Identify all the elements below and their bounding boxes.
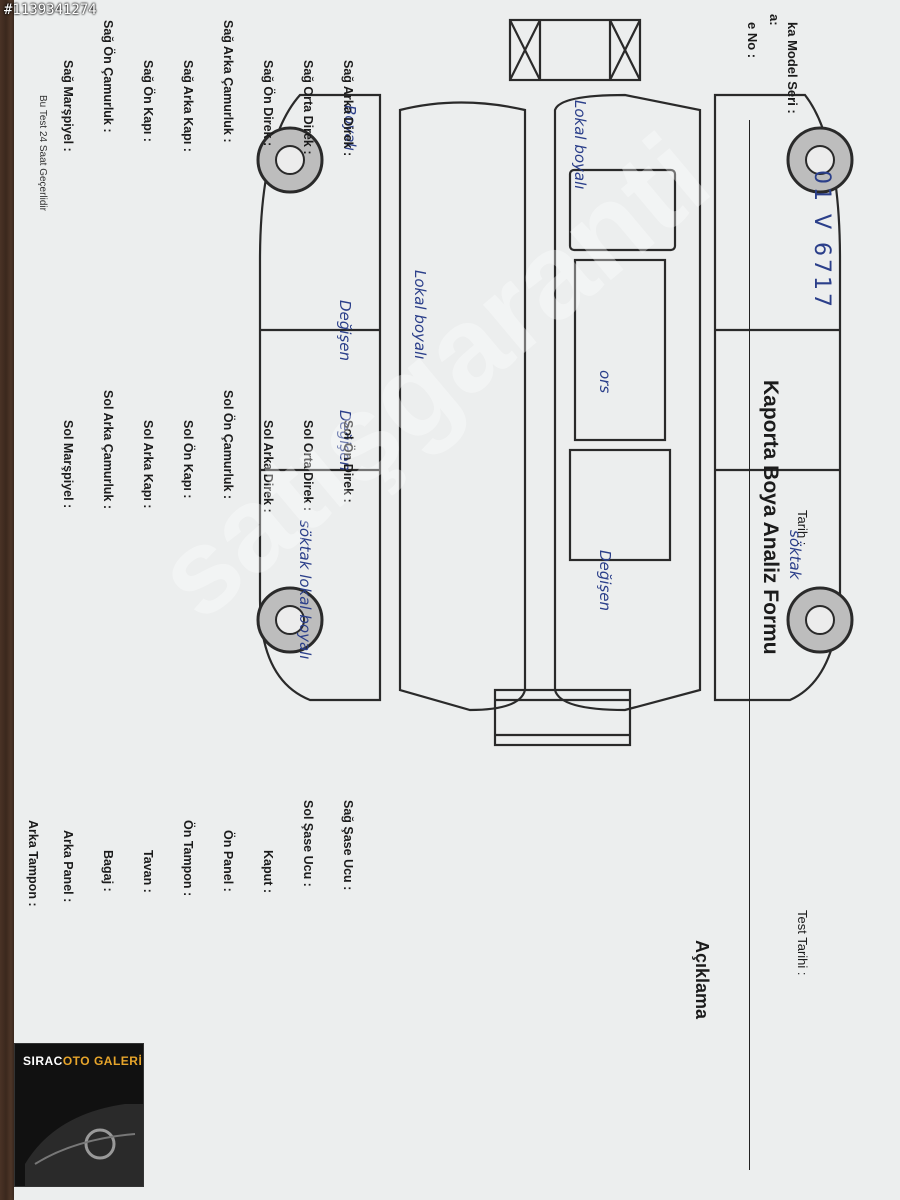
label-sol-on-camurluk: Sol Ön Çamurluk : — [221, 390, 235, 500]
validity-footnote: Bu Test 24 Saat Geçerlidir — [37, 95, 48, 211]
label-sol-arka-camurluk: Sol Arka Çamurluk : — [101, 390, 115, 510]
label-arka-tampon: Arka Tampon : — [26, 820, 40, 907]
label-sag-orta-direk: Sağ Orta Direk : — [301, 60, 315, 155]
test-tarihi-label: Test Tarihi : — [795, 910, 810, 976]
roof — [573, 258, 667, 442]
label-sol-marspiyel: Sol Marşpiyel : — [61, 420, 75, 509]
header-field-a: a: — [767, 14, 782, 26]
label-sag-on-kapi: Sağ Ön Kapı : — [141, 60, 155, 142]
car-icon — [25, 1104, 143, 1186]
label-sag-on-direk: Sağ Ön Direk : — [261, 60, 275, 147]
logo-text: SIRACOTO GALERİ — [23, 1054, 142, 1068]
annotation-ors: ors — [596, 370, 614, 393]
annotation-lokal-boyali-rear: Lokal boyalı — [571, 100, 589, 189]
plate-handwritten: 01 V 6717 — [809, 170, 834, 311]
annotation-soktak-left: söktak lokal boyalı — [296, 520, 314, 659]
listing-id: #1139341274 — [4, 2, 97, 18]
annotation-degisen-hood: Değişen — [596, 550, 614, 611]
header-field-no: e No : — [745, 22, 760, 59]
dealer-logo: SIRACOTO GALERİ — [14, 1043, 144, 1187]
label-sag-arka-direk: Sağ Arka Direk : — [341, 60, 355, 157]
label-on-tampon: Ön Tampon : — [181, 820, 195, 897]
label-sol-arka-kapi: Sol Arka Kapı : — [141, 420, 155, 509]
car-body-bottom — [398, 101, 527, 712]
left-side — [258, 93, 382, 702]
label-sag-on-camurluk: Sağ Ön Çamurluk : — [101, 20, 115, 133]
label-bagaj: Bagaj : — [101, 850, 115, 892]
annotation-degisen-front-door: Değişen — [336, 410, 354, 471]
label-arka-panel: Arka Panel : — [61, 830, 75, 903]
rear-bumper — [508, 18, 642, 82]
rear-window — [568, 168, 677, 252]
annotation-degisen-rear-door: Değişen — [336, 300, 354, 361]
title-rule — [749, 120, 750, 1170]
car-body-top — [553, 93, 702, 712]
label-sag-marspiyel: Sağ Marşpiyel : — [61, 60, 75, 152]
label-kaput: Kaput : — [261, 850, 275, 894]
label-sol-sase-ucu: Sol Şase Ucu : — [301, 800, 315, 887]
header-field-model-seri: ka Model Seri : — [785, 22, 800, 114]
tarih-label: Tarih : — [795, 510, 810, 546]
label-sag-sase-ucu: Sağ Şase Ucu : — [341, 800, 355, 891]
annotation-lokal-boyali-right: Lokal boyalı — [411, 270, 429, 359]
label-sag-arka-kapi: Sağ Arka Kapı : — [181, 60, 195, 152]
form-paper — [14, 0, 900, 1200]
annotation-boyali: Boyalı — [341, 105, 359, 151]
annotation-soktak-right: söktak — [786, 530, 804, 581]
label-sol-on-direk: Sol Ön Direk : — [341, 420, 355, 503]
form-title: Kaporta Boya Analiz Formu — [759, 380, 782, 655]
label-sol-orta-direk: Sol Orta Direk : — [301, 420, 315, 511]
label-sag-arka-camurluk: Sağ Arka Çamurluk : — [221, 20, 235, 143]
label-on-panel: Ön Panel : — [221, 830, 235, 892]
hood — [568, 448, 672, 562]
logo-name-part1: SIRAC — [23, 1054, 63, 1068]
aciklama-heading: Açıklama — [692, 940, 712, 1020]
front-bumper — [493, 688, 632, 747]
label-sol-arka-direk: Sol Arka Direk : — [261, 420, 275, 513]
label-tavan: Tavan : — [141, 850, 155, 893]
label-sol-on-kapi: Sol Ön Kapı : — [181, 420, 195, 499]
logo-name-part2: OTO GALERİ — [62, 1054, 143, 1068]
